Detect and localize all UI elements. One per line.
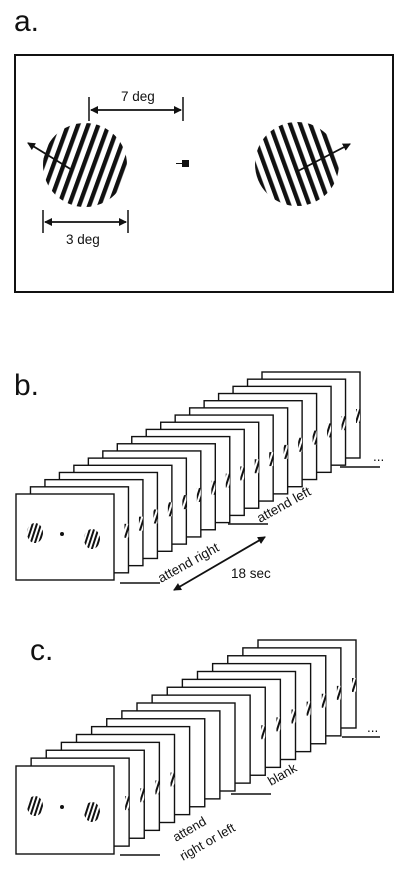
right-motion-arrow [297,143,351,172]
panel-b: b. attend right attend left ... 18 sec [14,369,384,591]
mini-grating-edge [356,409,360,423]
mini-fixation [60,805,64,809]
mini-grating-edge [298,437,303,452]
mini-grating-edge [254,459,259,474]
left-grating-stimulus [43,123,127,207]
continuation-ellipsis-b: ... [373,449,384,464]
mini-grating-edge [306,701,311,716]
mini-grating-edge [140,788,145,803]
mini-grating-edge [276,717,281,732]
panel-a: a. 7 deg 3 deg [14,5,394,293]
mini-grating-edge [312,430,317,445]
duration-label: 18 sec [231,566,271,581]
mini-grating-edge [125,796,130,811]
mini-fixation [60,532,64,536]
mini-grating-edge [138,516,143,531]
mini-grating-edge [211,480,216,495]
mini-grating-edge [269,452,274,467]
mini-grating-edge [170,772,175,787]
mini-grating-edge [153,509,158,524]
mini-grating-edge [155,780,160,795]
mini-grating-edge [341,416,346,431]
mini-grating-edge [261,725,266,740]
mini-right-grating [84,529,100,549]
stimulus-frame [15,765,115,855]
panel-c: c. attend right or left blank ... [15,634,380,864]
continuation-ellipsis-c: ... [367,720,378,735]
mini-grating-edge [225,473,230,488]
mini-grating-edge [321,693,326,708]
frame-stack-b [15,371,361,581]
panel-b-letter: b. [14,369,39,402]
diameter-label: 3 deg [66,232,100,247]
mini-left-grating [27,796,43,816]
mini-grating-edge [182,495,187,510]
stimulus-frame [15,493,115,581]
right-grating-stimulus [255,122,339,206]
panel-a-frame [14,54,394,293]
fixation-point [182,160,189,167]
mini-grating-edge [291,709,296,724]
frame-stack-c [15,639,357,855]
duration-arrow [173,536,266,591]
panel-c-letter: c. [30,634,53,667]
mini-grating-edge [283,444,288,459]
separation-label: 7 deg [121,89,155,104]
mini-grating-edge [196,487,201,502]
mini-grating-edge [124,523,129,538]
mini-grating-edge [336,685,341,700]
panel-a-letter: a. [14,5,39,38]
mini-grating-edge [167,502,172,517]
mini-grating-edge [240,466,245,481]
mini-grating-edge [352,678,356,692]
mini-right-grating [84,802,100,822]
mini-left-grating [27,523,43,543]
left-motion-arrow [27,142,73,171]
mini-grating-edge [327,423,332,438]
